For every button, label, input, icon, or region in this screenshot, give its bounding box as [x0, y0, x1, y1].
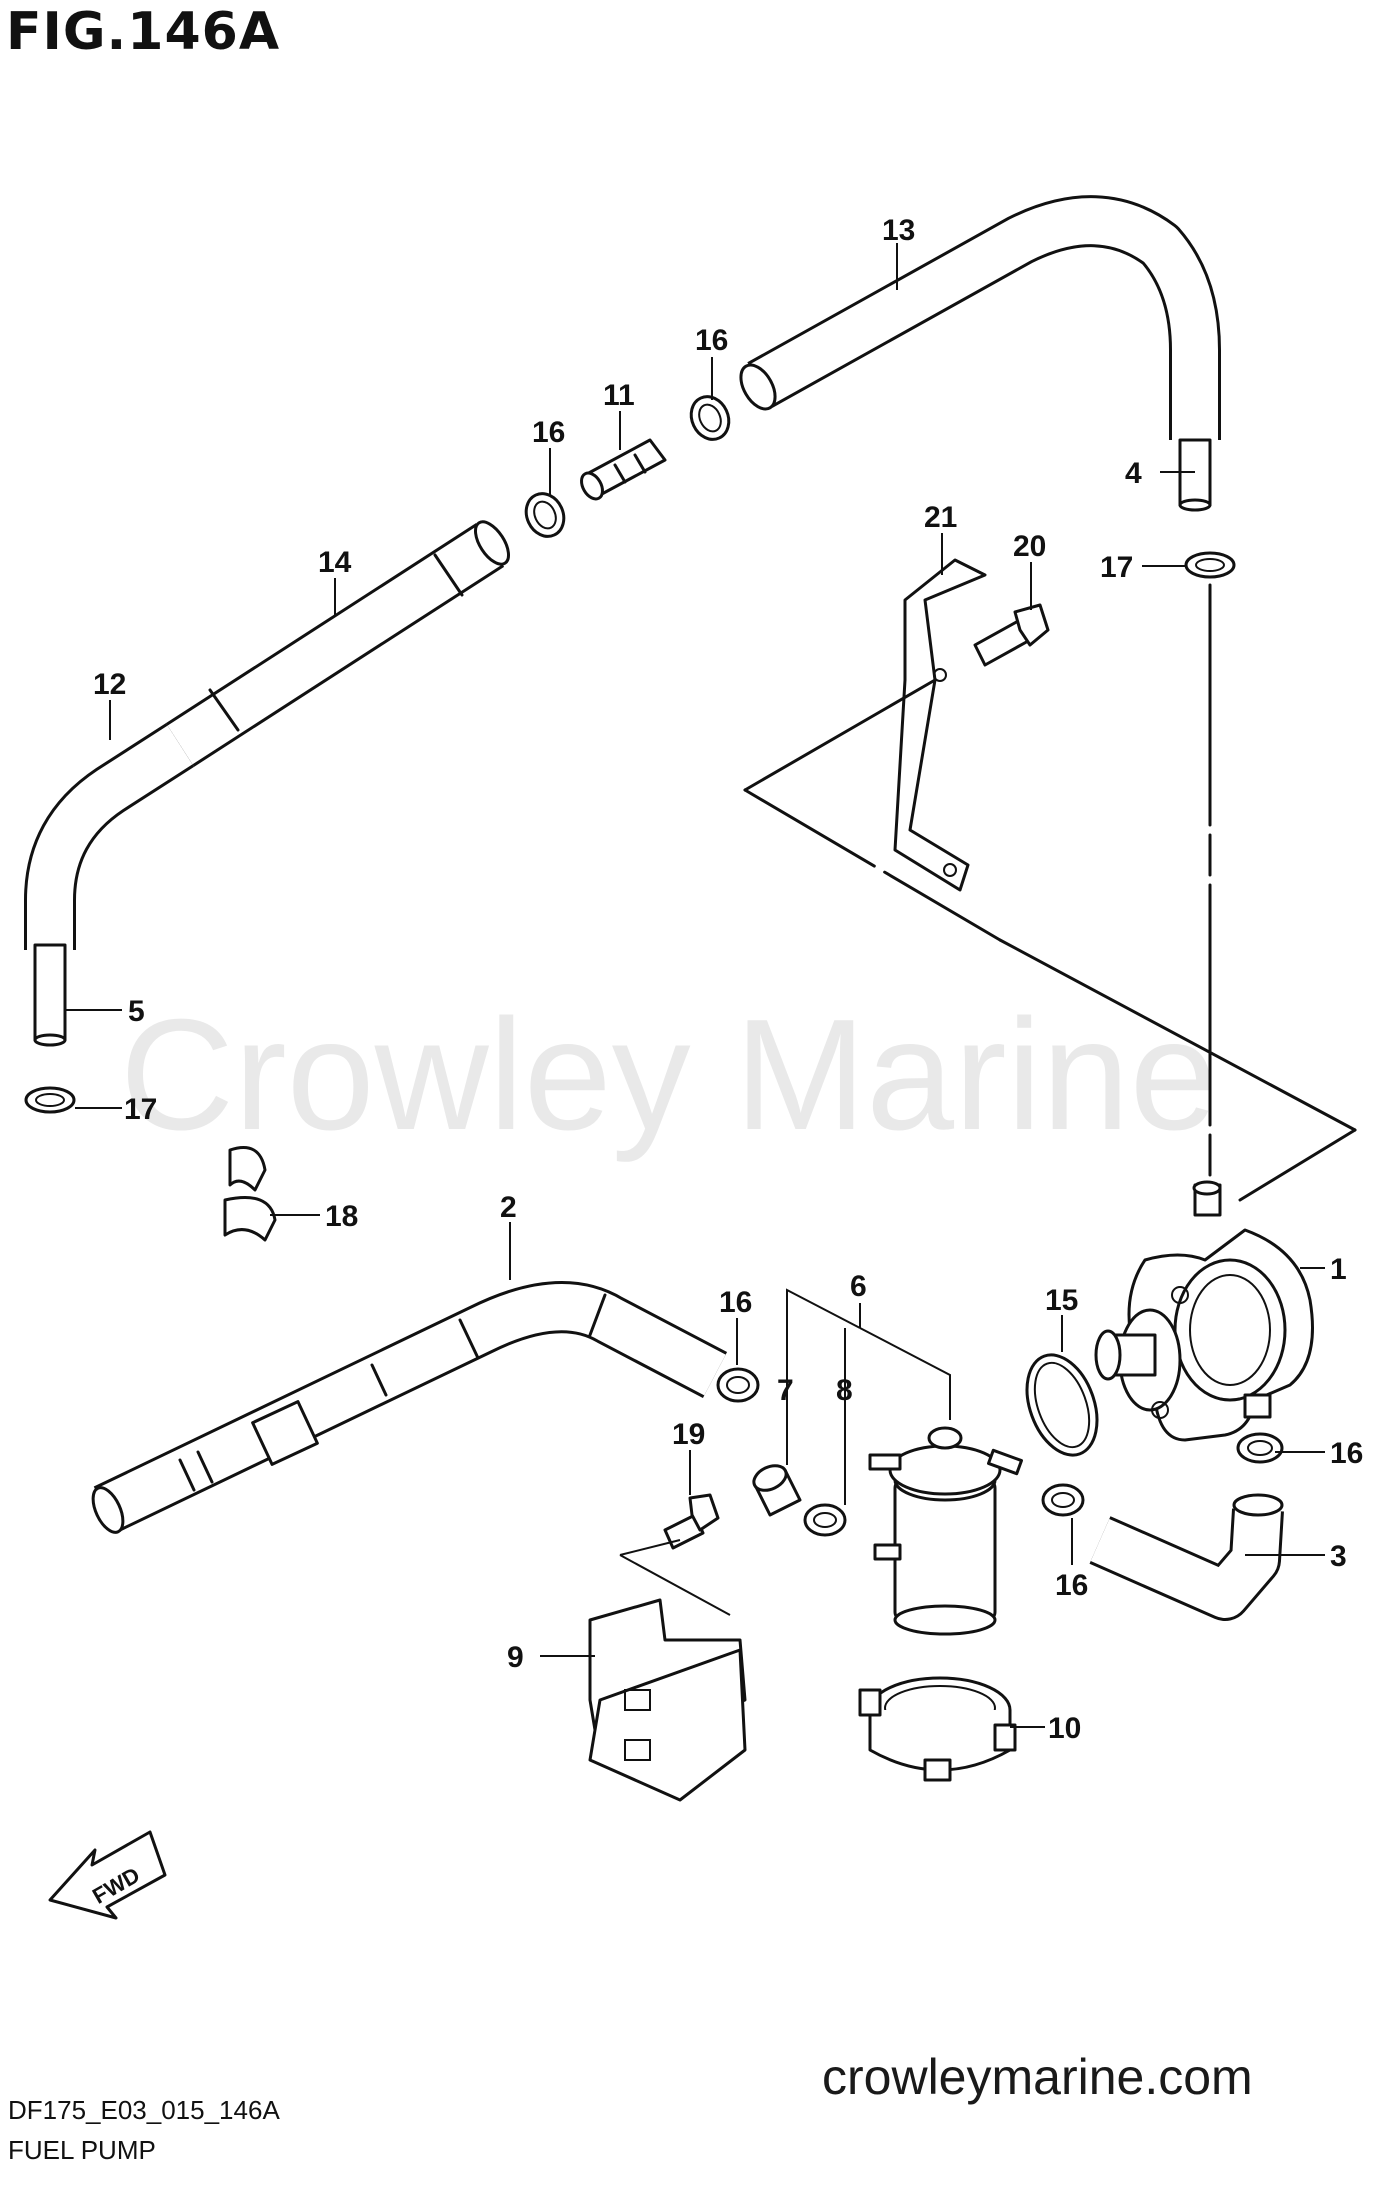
fwd-arrow-icon: FWD [48, 1830, 167, 1920]
callout-18: 18 [325, 1200, 358, 1233]
callout-16: 16 [532, 416, 565, 449]
callout-10: 10 [1048, 1712, 1081, 1745]
diagram-code: DF175_E03_015_146A [8, 2095, 280, 2125]
callout-1: 1 [1330, 1253, 1347, 1286]
clip-17-right [1184, 551, 1236, 579]
hose-2 [91, 1281, 728, 1534]
strap-10 [858, 1676, 1017, 1782]
pipe-4 [1178, 438, 1212, 512]
joint-11 [580, 438, 667, 501]
callout-13: 13 [882, 214, 915, 247]
pipe-5 [33, 943, 67, 1047]
callout-2: 2 [500, 1191, 517, 1224]
clip-18 [223, 1146, 277, 1242]
callout-12: 12 [93, 668, 126, 701]
collar-7 [752, 1464, 802, 1517]
callout-11: 11 [603, 379, 635, 412]
callout-17: 17 [124, 1093, 157, 1126]
callout-15: 15 [1045, 1284, 1078, 1317]
callout-17: 17 [1100, 551, 1133, 584]
diagram-name: FUEL PUMP [8, 2135, 156, 2165]
callout-4: 4 [1125, 457, 1142, 490]
callout-3: 3 [1330, 1540, 1347, 1573]
fuel-filter-6 [868, 1426, 1023, 1636]
callout-6: 6 [850, 1270, 867, 1303]
site-url: crowleymarine.com [822, 2049, 1253, 2105]
fuel-pump-1 [1094, 1180, 1314, 1442]
bracket-21 [893, 558, 987, 892]
callout-16: 16 [1055, 1569, 1088, 1602]
callout-7: 7 [777, 1374, 794, 1407]
clip-16-mid [716, 1367, 760, 1403]
callout-19: 19 [672, 1418, 705, 1451]
bolt-20 [973, 603, 1050, 667]
clip-16-upper-right [689, 395, 731, 441]
clip-16-pump [1236, 1432, 1284, 1464]
hose-13 [739, 195, 1221, 440]
clip-16-filter [1041, 1483, 1085, 1517]
callout-leaders [65, 243, 1325, 1728]
hose-14 [165, 520, 510, 767]
watermark-text: Crowley Marine [120, 987, 1218, 1163]
hose-12 [24, 723, 195, 950]
callout-8: 8 [836, 1374, 853, 1407]
clip-8 [803, 1503, 847, 1537]
clip-17-left [24, 1086, 76, 1114]
callout-20: 20 [1013, 530, 1046, 563]
o-ring-15 [1025, 1353, 1099, 1457]
bracket-9 [588, 1598, 747, 1802]
callout-16: 16 [1330, 1437, 1363, 1470]
figure-title: FIG.146A [6, 2, 281, 62]
callout-21: 21 [924, 501, 957, 534]
callout-16: 16 [719, 1286, 752, 1319]
clip-16-upper-left [524, 492, 566, 538]
bolt-19 [663, 1493, 720, 1550]
assembly-lines [619, 583, 1357, 1616]
callout-14: 14 [318, 546, 352, 579]
callout-9: 9 [507, 1641, 524, 1674]
callout-5: 5 [128, 995, 145, 1028]
callout-16: 16 [695, 324, 728, 357]
hose-3 [1089, 1493, 1284, 1621]
